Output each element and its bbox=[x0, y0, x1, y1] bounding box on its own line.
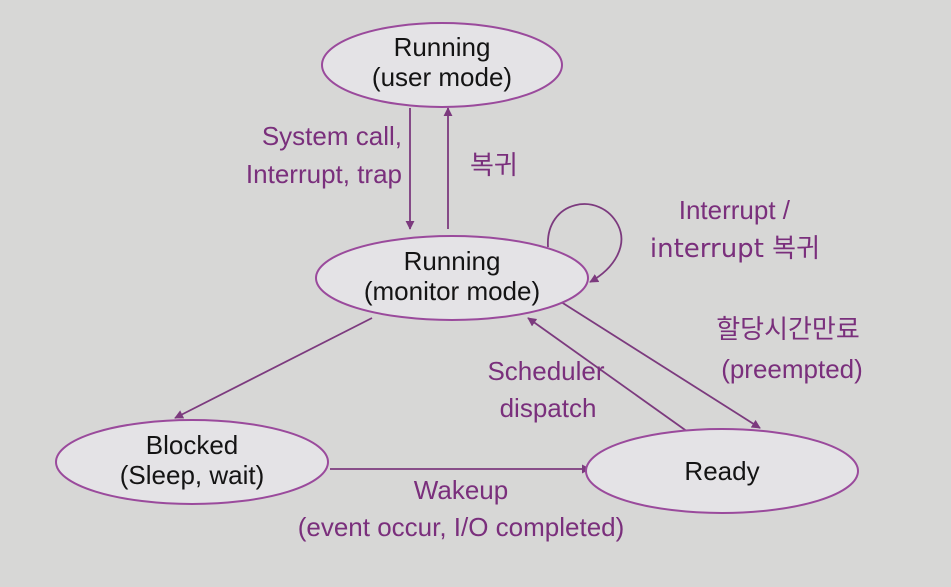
node-ready: Ready bbox=[585, 428, 859, 514]
node-blocked-title: Blocked bbox=[146, 430, 239, 460]
interrupt-loop-arrow bbox=[547, 203, 623, 283]
preempted-label-line1: 할당시간만료 bbox=[716, 315, 860, 345]
interrupt-loop-label-line1: Interrupt / bbox=[679, 195, 791, 225]
dispatch-arrow bbox=[527, 317, 689, 433]
syscall-label-line1: System call, bbox=[262, 121, 402, 151]
node-blocked: Blocked (Sleep, wait) bbox=[55, 419, 329, 505]
dispatch-label-line2: dispatch bbox=[500, 393, 597, 423]
syscall-label-line2: Interrupt, trap bbox=[246, 159, 402, 189]
return-label: 복귀 bbox=[470, 151, 518, 181]
node-running-user-mode: Running (user mode) bbox=[321, 22, 563, 108]
wakeup-label-line1: Wakeup bbox=[414, 475, 508, 505]
node-ready-title: Ready bbox=[684, 456, 759, 486]
node-running-monitor-mode: Running (monitor mode) bbox=[315, 235, 589, 321]
node-blocked-subtitle: (Sleep, wait) bbox=[120, 460, 265, 490]
monitor-to-blocked-arrow bbox=[174, 317, 373, 419]
preempted-label-line2: (preempted) bbox=[721, 354, 863, 384]
node-user-mode-title: Running bbox=[394, 32, 491, 62]
dispatch-label-line1: Scheduler bbox=[487, 356, 604, 386]
wakeup-label-line2: (event occur, I/O completed) bbox=[298, 512, 625, 542]
node-monitor-mode-title: Running bbox=[404, 246, 501, 276]
node-user-mode-subtitle: (user mode) bbox=[372, 62, 512, 92]
preempted-arrow bbox=[557, 299, 761, 429]
interrupt-loop-label-line2: interrupt 복귀 bbox=[650, 234, 820, 264]
node-monitor-mode-subtitle: (monitor mode) bbox=[364, 276, 540, 306]
